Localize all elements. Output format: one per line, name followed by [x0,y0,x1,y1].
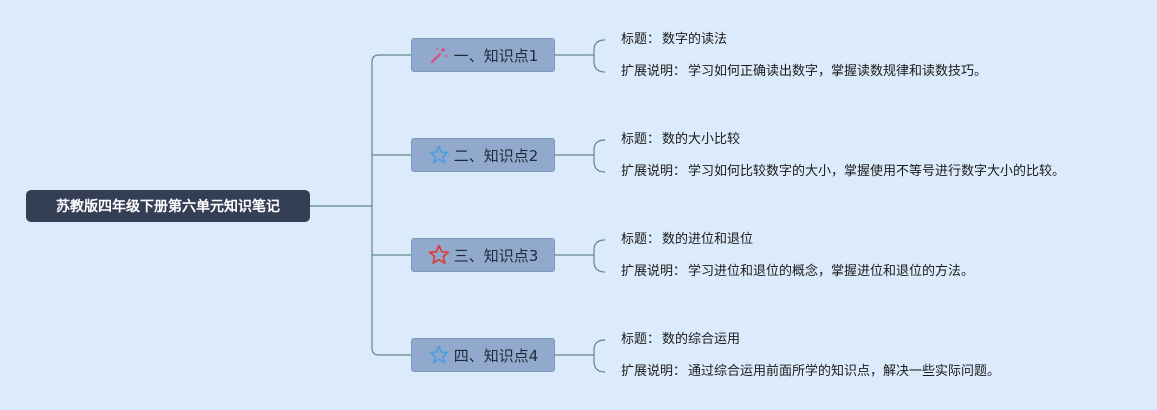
leaf-value: 数字的读法 [662,32,728,47]
leaf-description-4[interactable]: 扩展说明：通过综合运用前面所学的知识点，解决一些实际问题。 [621,364,1001,379]
leaf-value: 通过综合运用前面所学的知识点，解决一些实际问题。 [688,364,1001,379]
star-outline-blue-icon [428,344,450,366]
leaf-key: 标题 [621,332,648,347]
branch-label-4: 四、知识点4 [453,346,539,365]
leaf-key: 标题 [621,32,648,47]
branch-node-4[interactable]: 四、知识点4 [411,338,555,372]
leaf-key: 扩展说明 [621,164,674,179]
leaf-value: 学习如何比较数字的大小，掌握使用不等号进行数字大小的比较。 [688,164,1066,179]
leaf-key: 扩展说明 [621,364,674,379]
star-outline-blue-icon [428,144,450,166]
leaf-key: 标题 [621,132,648,147]
leaf-description-3[interactable]: 扩展说明：学习进位和退位的概念，掌握进位和退位的方法。 [621,264,975,279]
branch-label-2: 二、知识点2 [453,146,539,165]
leaf-key: 标题 [621,232,648,247]
leaf-description-1[interactable]: 扩展说明：学习如何正确读出数字，掌握读数规律和读数技巧。 [621,64,988,79]
magic-wand-icon [428,44,450,66]
leaf-title-4[interactable]: 标题：数的综合运用 [621,332,741,347]
leaf-key: 扩展说明 [621,264,674,279]
branch-node-1[interactable]: 一、知识点1 [411,38,555,72]
leaf-title-3[interactable]: 标题：数的进位和退位 [621,232,754,247]
root-node[interactable]: 苏教版四年级下册第六单元知识笔记 [26,190,310,222]
leaf-value: 学习进位和退位的概念，掌握进位和退位的方法。 [688,264,975,279]
root-title: 苏教版四年级下册第六单元知识笔记 [56,199,280,215]
leaf-value: 数的进位和退位 [662,232,754,247]
branch-node-3[interactable]: 三、知识点3 [411,238,555,272]
branch-label-3: 三、知识点3 [453,246,539,265]
star-outline-red-icon [428,244,450,266]
leaf-value: 学习如何正确读出数字，掌握读数规律和读数技巧。 [688,64,988,79]
leaf-key: 扩展说明 [621,64,674,79]
leaf-title-1[interactable]: 标题：数字的读法 [621,32,728,47]
branch-node-2[interactable]: 二、知识点2 [411,138,555,172]
leaf-description-2[interactable]: 扩展说明：学习如何比较数字的大小，掌握使用不等号进行数字大小的比较。 [621,164,1066,179]
branch-label-1: 一、知识点1 [453,46,539,65]
leaf-value: 数的综合运用 [662,332,741,347]
leaf-title-2[interactable]: 标题：数的大小比较 [621,132,741,147]
leaf-value: 数的大小比较 [662,132,741,147]
